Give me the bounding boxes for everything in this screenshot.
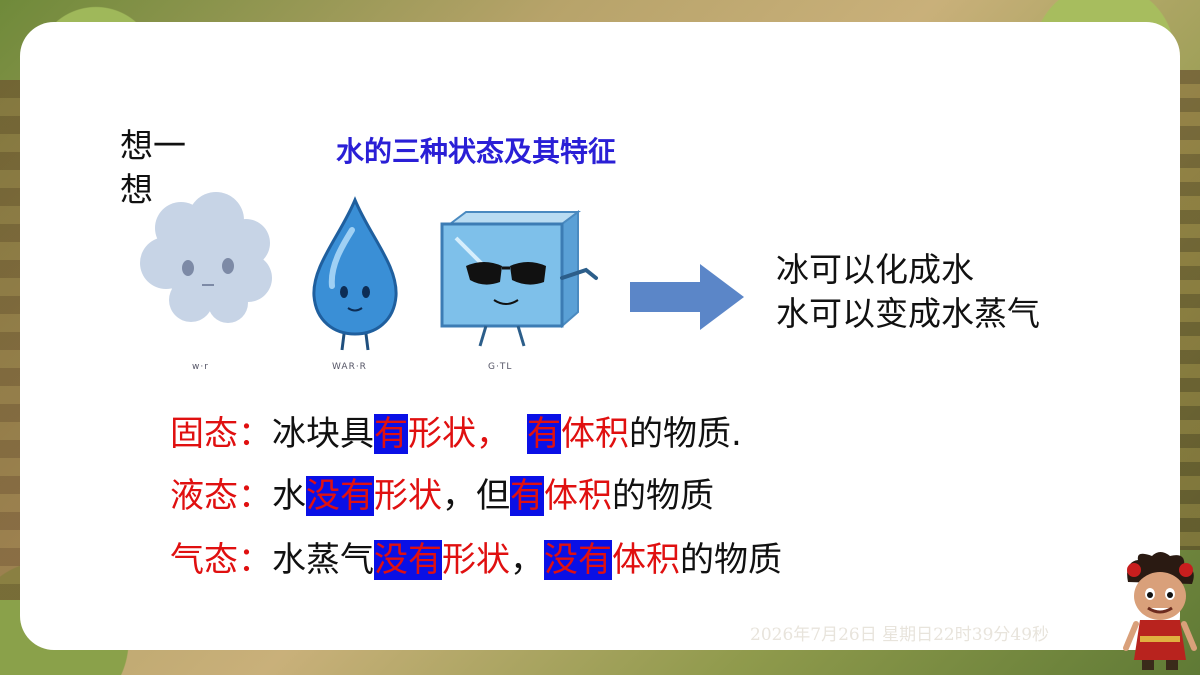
- fact-line: 水可以变成水蒸气: [776, 294, 1040, 333]
- row-text: [493, 414, 527, 454]
- row-text: 的物质.: [629, 414, 742, 454]
- state-label: 气态：: [170, 540, 272, 580]
- row-text: ，但: [442, 476, 510, 516]
- highlight-word: 没有: [374, 540, 442, 580]
- background-bamboo-right: [1180, 70, 1200, 550]
- vapor-cloud-character-icon: [140, 192, 272, 323]
- ice-cube-character-icon: [440, 210, 598, 347]
- facts-text: 冰可以化成水 水可以变成水蒸气: [776, 248, 1076, 336]
- highlight-word: 有: [510, 476, 544, 516]
- highlight-word: 没有: [544, 540, 612, 580]
- highlight-word: 有: [527, 414, 561, 454]
- figure-label-water: WAR·R: [332, 362, 367, 372]
- water-drop-character-icon: [312, 196, 398, 351]
- figure-label-vapor: w·r: [192, 362, 209, 372]
- row-text: 的物质: [612, 476, 714, 516]
- slide-title: 水的三种状态及其特征: [336, 135, 617, 168]
- figure-label-ice: G·TL: [488, 362, 513, 372]
- red-word: 形状，: [408, 414, 493, 454]
- background-bamboo-left: [0, 80, 22, 600]
- red-word: 体积: [612, 540, 680, 580]
- timestamp: 2026年7月26日 星期日22时39分49秒: [750, 625, 1050, 645]
- row-text: 水: [272, 476, 306, 516]
- fact-line: 冰可以化成水: [776, 250, 974, 289]
- row-text: 冰块具: [272, 414, 374, 454]
- cartoon-boy-mascot-icon: [1123, 552, 1197, 670]
- state-row-liquid: 液态：水没有形状，但有体积的物质: [170, 472, 714, 520]
- state-label: 固态：: [170, 414, 272, 454]
- state-label: 液态：: [170, 476, 272, 516]
- red-word: 形状: [442, 540, 510, 580]
- row-text: 的物质: [680, 540, 782, 580]
- red-word: 体积: [561, 414, 629, 454]
- state-row-solid: 固态：冰块具有形状， 有体积的物质.: [170, 410, 742, 458]
- row-text: ，: [510, 540, 544, 580]
- red-word: 体积: [544, 476, 612, 516]
- red-word: 形状: [374, 476, 442, 516]
- highlight-word: 没有: [306, 476, 374, 516]
- think-label: 想一想: [120, 126, 186, 209]
- right-arrow-icon: [630, 264, 744, 330]
- state-row-gas: 气态：水蒸气没有形状，没有体积的物质: [170, 536, 782, 584]
- highlight-word: 有: [374, 414, 408, 454]
- row-text: 水蒸气: [272, 540, 374, 580]
